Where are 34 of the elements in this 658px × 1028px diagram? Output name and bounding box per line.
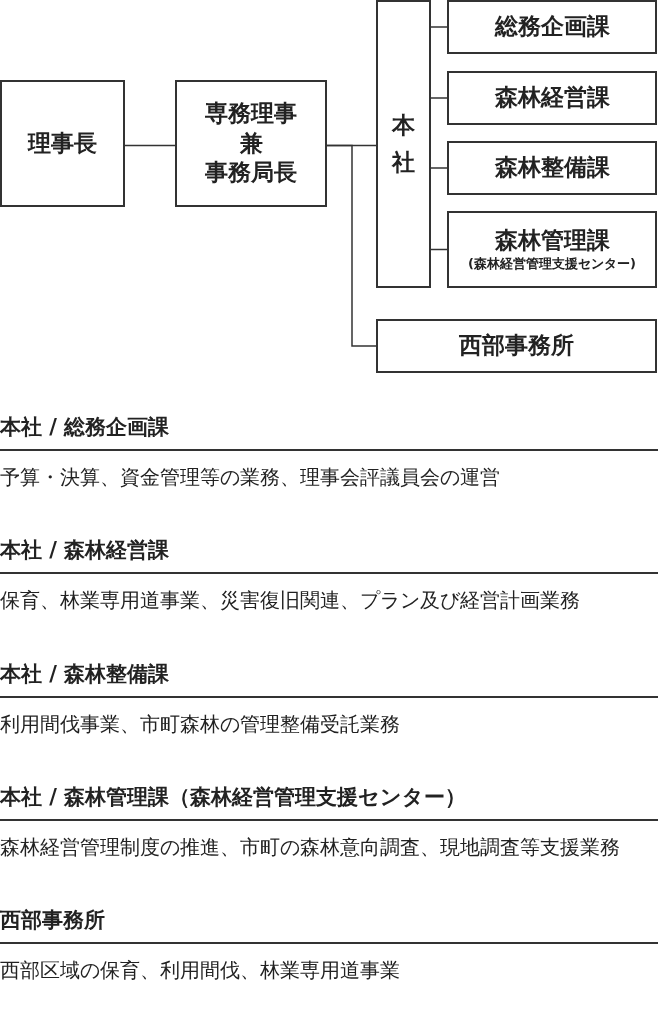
- connector-line: [124, 144, 176, 147]
- section-heading: 本社 / 森林管理課（森林経営管理支援センター）: [0, 782, 658, 821]
- section-description: 利用間伐事業、市町森林の管理整備受託業務: [0, 711, 401, 738]
- unit-name: 森林経営課: [494, 83, 610, 113]
- unit-name: 兼: [239, 128, 263, 158]
- org-unit-box: [376, 319, 657, 373]
- unit-name: 森林管理課: [494, 226, 610, 256]
- section-heading: 本社 / 総務企画課: [0, 413, 658, 451]
- unit-subtitle: (森林経営管理支援センター): [468, 256, 636, 273]
- section-heading: 本社 / 森林整備課: [0, 659, 658, 698]
- org-unit-box: [447, 141, 657, 195]
- section-heading: 西部事務所: [0, 906, 658, 944]
- section-description: 森林経営管理制度の推進、市町の森林意向調査、現地調査等支援業務: [0, 834, 621, 861]
- unit-name: 森林整備課: [494, 153, 610, 183]
- org-unit-box: [447, 0, 657, 54]
- org-unit-box: [175, 80, 327, 207]
- section-description: 予算・決算、資金管理等の業務、理事会評議員会の運営: [0, 465, 501, 491]
- connector-line: [430, 97, 448, 99]
- unit-name: 理事長: [28, 128, 97, 158]
- unit-name: 専務理事: [205, 98, 297, 128]
- unit-name: 総務企画課: [494, 12, 610, 42]
- org-unit-box: [376, 0, 431, 288]
- unit-name: 本社: [392, 111, 415, 177]
- unit-name: 西部事務所: [459, 331, 574, 361]
- org-unit-box: [447, 71, 657, 125]
- unit-name: 事務局長: [205, 158, 297, 188]
- connector-line: [430, 26, 448, 28]
- section-description: 西部区域の保育、利用間伐、林業専用道事業: [0, 958, 401, 984]
- org-unit-box: [0, 80, 125, 207]
- connector-line: [326, 144, 377, 347]
- section-heading: 本社 / 森林経営課: [0, 536, 658, 575]
- connector-line: [430, 167, 448, 169]
- org-unit-box: [447, 211, 657, 288]
- section-description: 保育、林業専用道事業、災害復旧関連、プラン及び経営計画業務: [0, 588, 581, 615]
